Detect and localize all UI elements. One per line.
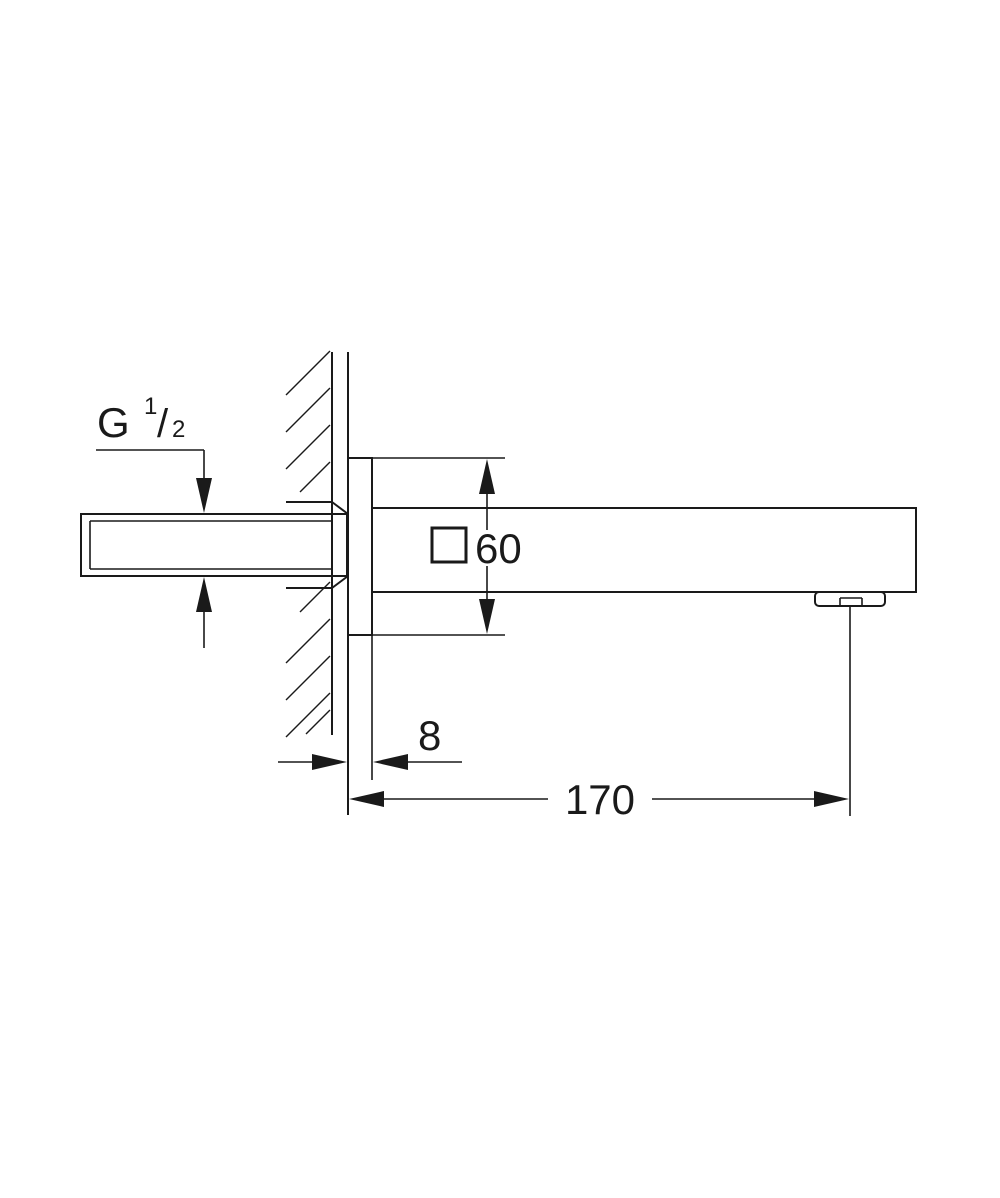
- thread-slash: /: [157, 402, 169, 446]
- projection-dimension: 170: [349, 606, 851, 823]
- gap-arrow-left: [373, 754, 408, 770]
- projection-arrow-left: [349, 791, 384, 807]
- spout-body: [372, 507, 917, 593]
- projection-label: 170: [565, 776, 635, 823]
- gap-dimension: 8: [278, 635, 462, 780]
- square-arrow-down: [479, 599, 495, 634]
- square-size-label: 60: [475, 525, 522, 572]
- projection-arrow-right: [814, 791, 849, 807]
- thread-letter: G: [97, 399, 130, 446]
- thread-dimension: G 1 / 2: [96, 393, 212, 648]
- gap-arrow-right: [312, 754, 347, 770]
- square-dimension: 60: [372, 457, 522, 636]
- spout: [372, 507, 917, 607]
- thread-numerator: 1: [144, 393, 157, 420]
- pipe-body: [80, 513, 348, 577]
- wall-hatching: [285, 350, 331, 738]
- thread-arrow-down: [196, 478, 212, 513]
- square-symbol-icon: [430, 526, 468, 564]
- wall-flange: [347, 457, 373, 636]
- thread-denominator: 2: [172, 416, 185, 443]
- thread-arrow-up: [196, 577, 212, 612]
- inlet-pipe: [80, 501, 349, 589]
- spout-aerator: [814, 591, 886, 607]
- square-arrow-up: [479, 459, 495, 494]
- gap-label: 8: [418, 712, 441, 759]
